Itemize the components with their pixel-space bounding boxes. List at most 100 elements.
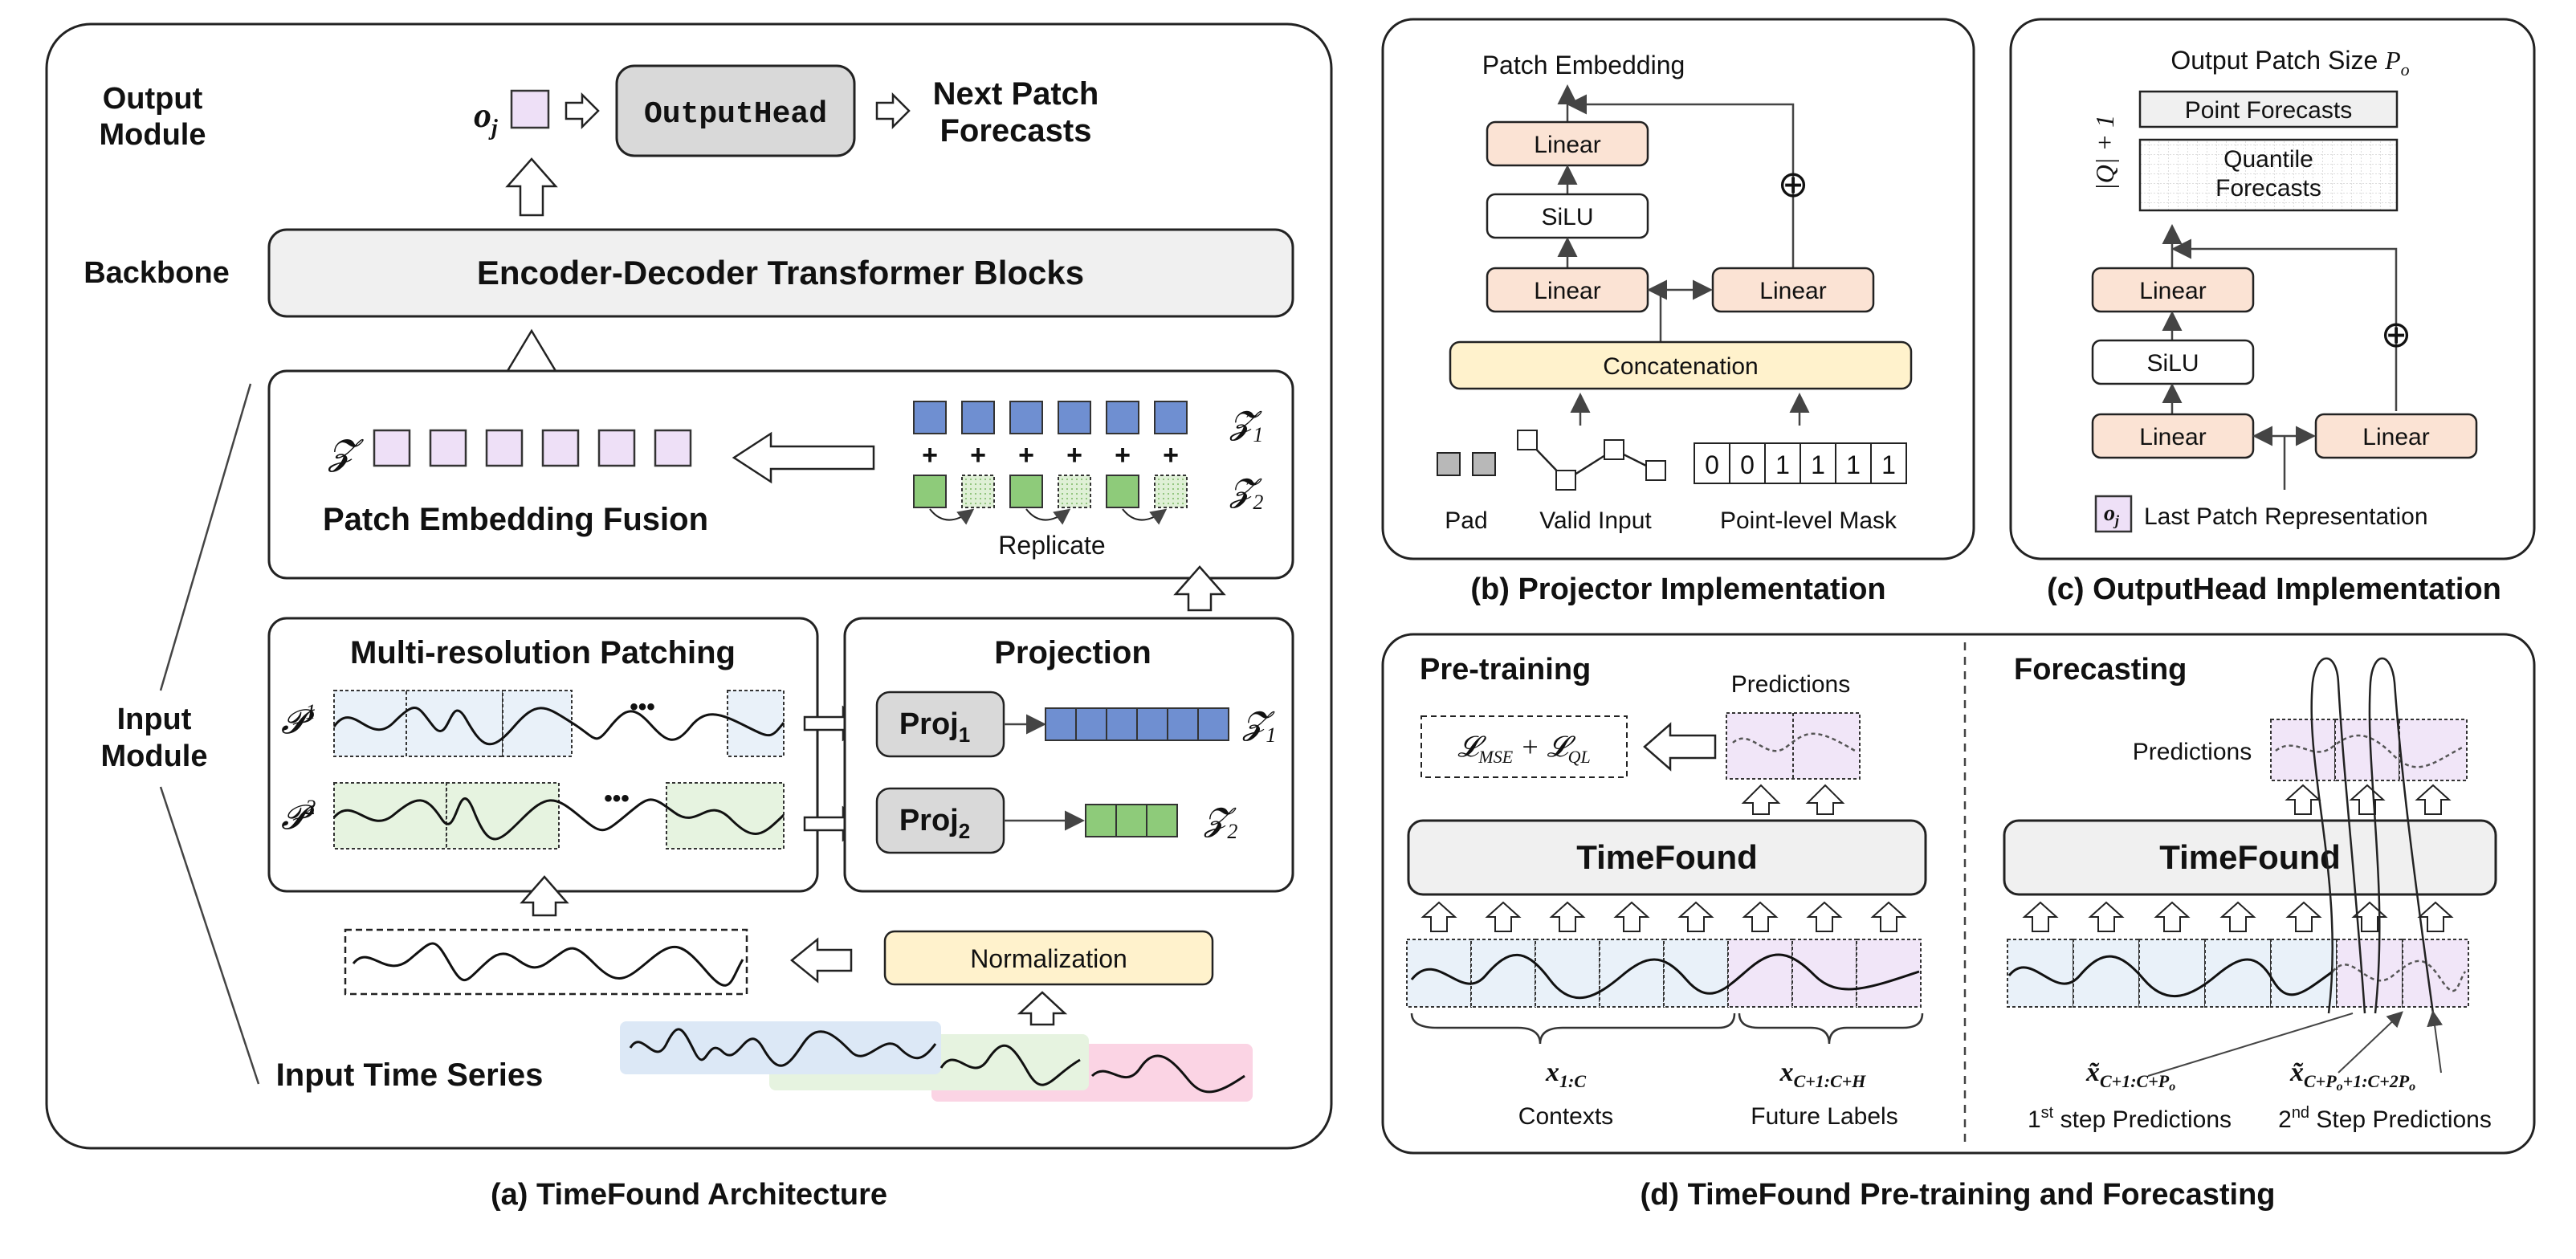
c-oj-box [2094, 495, 2133, 533]
fc-timefound-box [2003, 819, 2497, 896]
plus-sign: + [922, 440, 938, 471]
mask-bit: 0 [1740, 450, 1755, 479]
step1-pointer [2147, 1012, 2354, 1077]
valid-pt-1 [1517, 430, 1538, 450]
z2-replicated-patch [1058, 475, 1091, 508]
z2-token [1115, 804, 1147, 837]
mask-cell [1870, 442, 1907, 484]
ts-blue [620, 1021, 941, 1074]
valid-input-line [1526, 439, 1657, 482]
b-linear-right [1711, 267, 1875, 313]
valid-input-label: Valid Input [1539, 507, 1652, 534]
p1-series-line [332, 707, 785, 746]
z1-token [1197, 707, 1229, 741]
output-head-box [615, 64, 856, 157]
z2-tilde-patch [913, 475, 947, 508]
point-forecasts-text: Point Forecasts [2185, 97, 2352, 124]
mask-cell [1764, 442, 1801, 484]
fc-pred-series [2332, 960, 2467, 992]
point-forecasts-box [2138, 90, 2399, 128]
replicate-arrow [1122, 508, 1168, 525]
arrow-oj-to-head [565, 92, 600, 130]
x-ctx: x1:C [1545, 1057, 1586, 1091]
replicate-arrows [929, 508, 1168, 525]
quantile-text-1: Quantile [2223, 146, 2313, 173]
pre-token-arrow [1677, 901, 1714, 932]
c-linear-left-text: Linear [2139, 424, 2206, 450]
z2-token [1146, 804, 1178, 837]
step2-label: 2nd Step Predictions [2278, 1104, 2492, 1133]
z2-tilde-patch [1106, 475, 1139, 508]
step1-symbol: x̃C+1:C+Po [2085, 1057, 2175, 1094]
z2-replicated-patch [1154, 475, 1188, 508]
pre-token-arrow [1485, 901, 1522, 932]
p2-ellipsis: ••• [604, 785, 630, 812]
next-patch-2: Forecasts [940, 113, 1092, 149]
z1-patches [913, 401, 1188, 434]
fc-token-arrow [2285, 901, 2322, 932]
proj2-text: Proj2 [899, 804, 970, 843]
plus-sign: + [1115, 440, 1131, 471]
panel-b: Patch Embedding ⊕ Linear SiLU Linear Lin… [1381, 18, 1975, 606]
panel-c-caption: (c) OutputHead Implementation [2047, 572, 2501, 606]
normalization-box [883, 930, 1214, 986]
pre-token-arrow [1806, 901, 1843, 932]
replicate-text: Replicate [998, 531, 1105, 560]
c-oj-text: oj [2104, 501, 2120, 528]
normalized-series-line [352, 942, 744, 987]
fc-pred-curve [2275, 734, 2464, 768]
panel-a: Output Module Backbone Input Module oj O… [45, 22, 1333, 1212]
context-token [1470, 939, 1536, 1008]
contexts-label: Contexts [1518, 1103, 1613, 1130]
ar-loop-1 [2310, 657, 2366, 1014]
z1-tilde-patch [1154, 401, 1188, 434]
fc-token-arrow [2154, 901, 2191, 932]
context-brace [1410, 1012, 1736, 1045]
backbone-text: Encoder-Decoder Transformer Blocks [477, 254, 1084, 291]
brace-line-top [159, 383, 252, 691]
backbone-label: Backbone [84, 256, 230, 290]
future-brace [1738, 1012, 1924, 1045]
loss-text: 𝓛MSE + 𝓛QL [1457, 731, 1591, 767]
panel-c: Output Patch Size Po |Q| + 1 Point Forec… [2009, 18, 2536, 606]
output-patch-label: Output Patch Size Po [2170, 46, 2409, 79]
oplus-b: ⊕ [1778, 163, 1809, 205]
predicted-token [2336, 939, 2403, 1008]
b-linear-left-text: Linear [1534, 278, 1600, 304]
c-linear-right-text: Linear [2362, 424, 2429, 450]
pretraining-title: Pre-training [1420, 653, 1591, 687]
pad-box-1 [1437, 452, 1461, 476]
plus-sign: + [970, 440, 986, 471]
mask-bit: 0 [1705, 450, 1719, 479]
plus-sign: + [1066, 440, 1082, 471]
c-arrow-residual [2171, 238, 2398, 411]
p1-ellipsis: ••• [630, 694, 655, 720]
quantile-text-2: Forecasts [2215, 175, 2321, 202]
z1-token [1045, 707, 1077, 741]
fused-patch [654, 429, 692, 467]
normalization-text: Normalization [970, 944, 1127, 973]
pre-up-arrow-1 [1741, 784, 1781, 815]
p1-segments [333, 690, 785, 757]
future-token [1856, 939, 1922, 1008]
output-head-text: OutputHead [644, 97, 827, 132]
context-token [2270, 939, 2338, 1008]
fused-patch [597, 429, 636, 467]
c-silu-text: SiLU [2146, 350, 2199, 377]
fused-patch [373, 429, 411, 467]
oj-label: oj [474, 96, 498, 141]
mask-bit: 1 [1811, 450, 1825, 479]
fc-series-line [2007, 955, 2333, 997]
z1-token [1106, 707, 1138, 741]
input-module-label-2: Module [101, 740, 208, 773]
proj1-text: Proj1 [899, 707, 970, 747]
z2-patches [913, 475, 1188, 508]
pre-token-arrow [1613, 901, 1650, 932]
replicate-arrow [929, 508, 975, 525]
ts-pink-line [1090, 1054, 1245, 1094]
context-token [1663, 939, 1729, 1008]
arrow-sum-to-z [732, 431, 875, 484]
fc-pred-arrow [2285, 784, 2321, 815]
context-token [1599, 939, 1665, 1008]
